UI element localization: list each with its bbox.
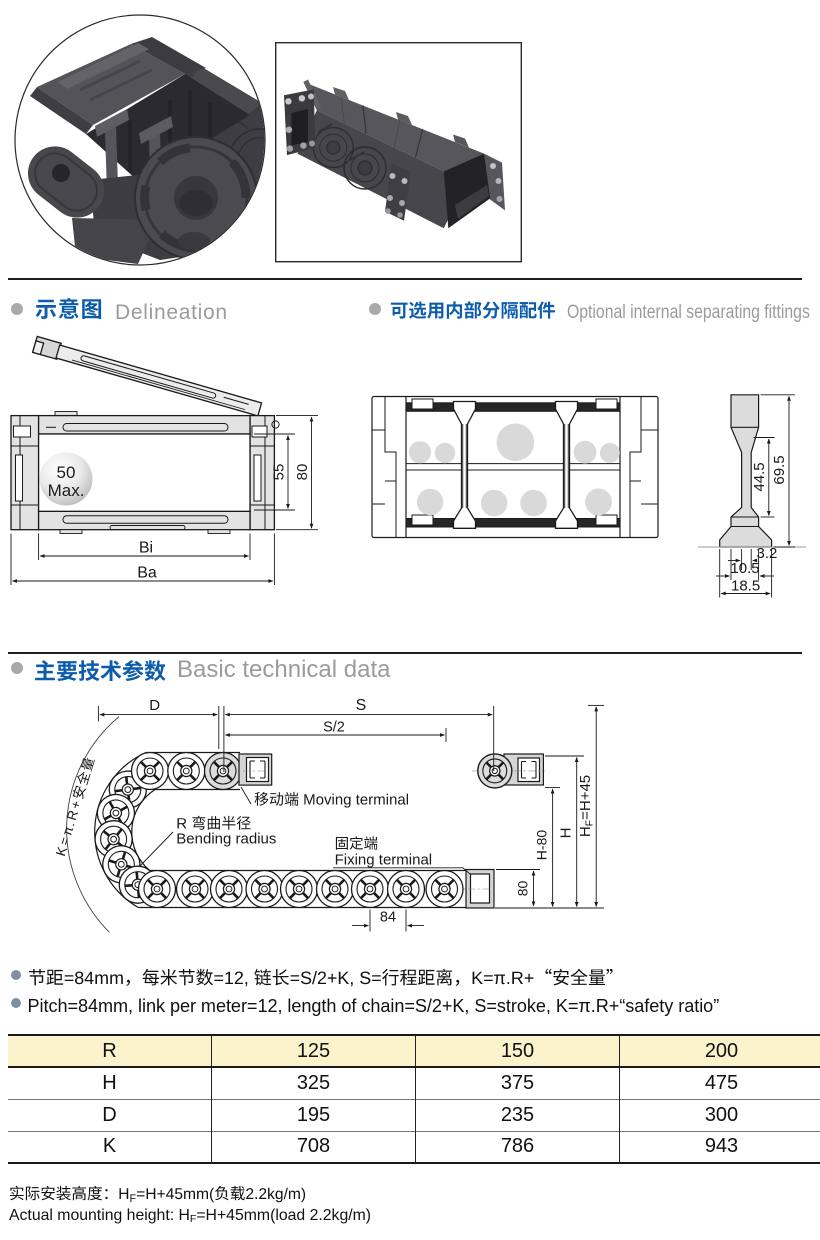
svg-text:84: 84 — [380, 910, 396, 926]
svg-text:44.5: 44.5 — [751, 462, 768, 491]
svg-text:S: S — [356, 697, 367, 714]
svg-text:Bi: Bi — [139, 540, 153, 557]
svg-text:H-80: H-80 — [534, 830, 550, 861]
svg-text:3.2: 3.2 — [757, 545, 778, 562]
svg-text:18.5: 18.5 — [731, 578, 760, 595]
svg-text:Max.: Max. — [48, 481, 85, 500]
svg-text:Ba: Ba — [137, 565, 157, 582]
svg-text:S/2: S/2 — [323, 720, 345, 736]
svg-text:Bending radius: Bending radius — [176, 831, 276, 848]
svg-text:80: 80 — [294, 464, 311, 481]
svg-text:D: D — [149, 697, 160, 714]
svg-text:69.5: 69.5 — [771, 455, 788, 484]
svg-text:H: H — [558, 828, 575, 839]
svg-text:10.5: 10.5 — [730, 560, 759, 577]
svg-text:80: 80 — [515, 881, 531, 897]
svg-text:Fixing terminal: Fixing terminal — [335, 852, 433, 869]
svg-text:55: 55 — [271, 464, 288, 481]
svg-text:50: 50 — [57, 463, 76, 482]
svg-text:HF=H+45: HF=H+45 — [577, 775, 596, 837]
